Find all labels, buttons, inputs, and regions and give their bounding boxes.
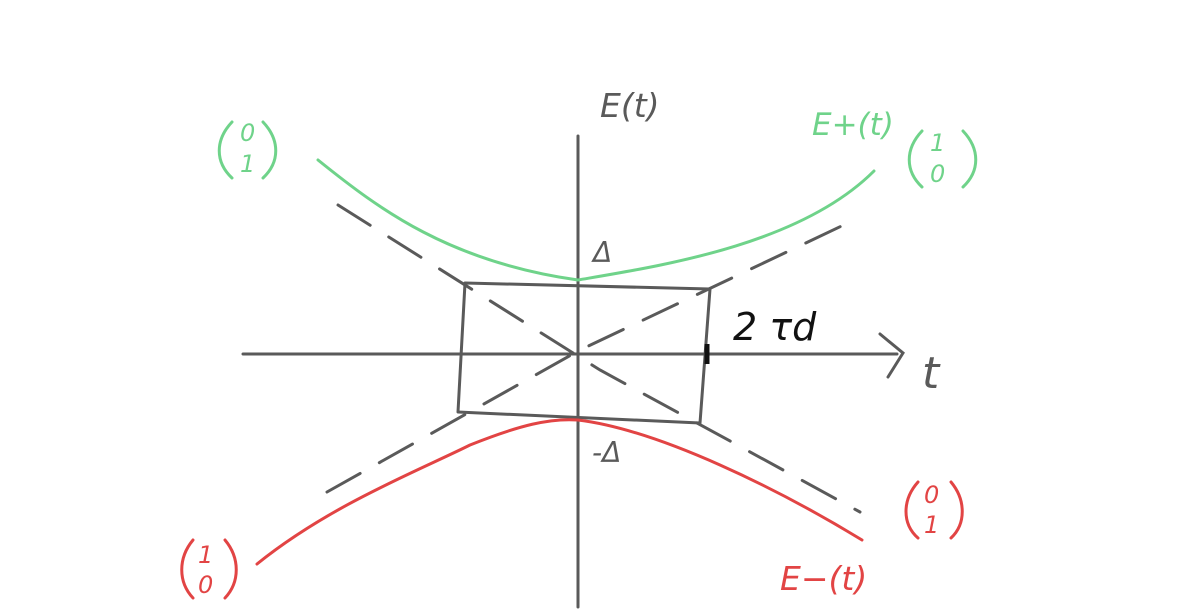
upper-energy-curve (316, 158, 876, 282)
tau-duration-label: 2 τd (733, 305, 817, 349)
state-vector-upper-left: 0 1 (217, 119, 278, 180)
state-vector-upper-right-top: 1 (930, 129, 945, 157)
state-vector-upper-left-bottom: 1 (240, 150, 255, 178)
lower-energy-curve (255, 418, 864, 566)
lower-curve-label: E−(t) (780, 559, 867, 598)
delta-positive-label: Δ (591, 236, 612, 269)
time-axis-label: t (922, 348, 941, 399)
state-vector-lower-left: 1 0 (180, 538, 238, 600)
state-vector-lower-right-bottom: 1 (924, 511, 939, 539)
asymptote-descending (336, 203, 862, 514)
state-vector-lower-right: 0 1 (904, 480, 964, 540)
state-vector-lower-left-bottom: 0 (198, 571, 213, 599)
delta-negative-label: -Δ (592, 436, 621, 469)
time-axis-arrowhead (878, 332, 905, 379)
interaction-region-box (456, 281, 712, 425)
state-vector-lower-left-top: 1 (198, 541, 213, 569)
diabatic-asymptotes (325, 203, 862, 514)
state-vector-lower-right-top: 0 (924, 481, 939, 509)
state-vector-upper-right-bottom: 0 (930, 160, 945, 188)
state-vector-upper-left-top: 0 (240, 119, 255, 147)
asymptote-ascending (325, 220, 852, 494)
energy-axis-label: E(t) (600, 86, 660, 125)
state-vector-upper-right: 1 0 (907, 129, 978, 189)
axes (241, 134, 905, 609)
upper-curve-label: E+(t) (812, 107, 894, 143)
